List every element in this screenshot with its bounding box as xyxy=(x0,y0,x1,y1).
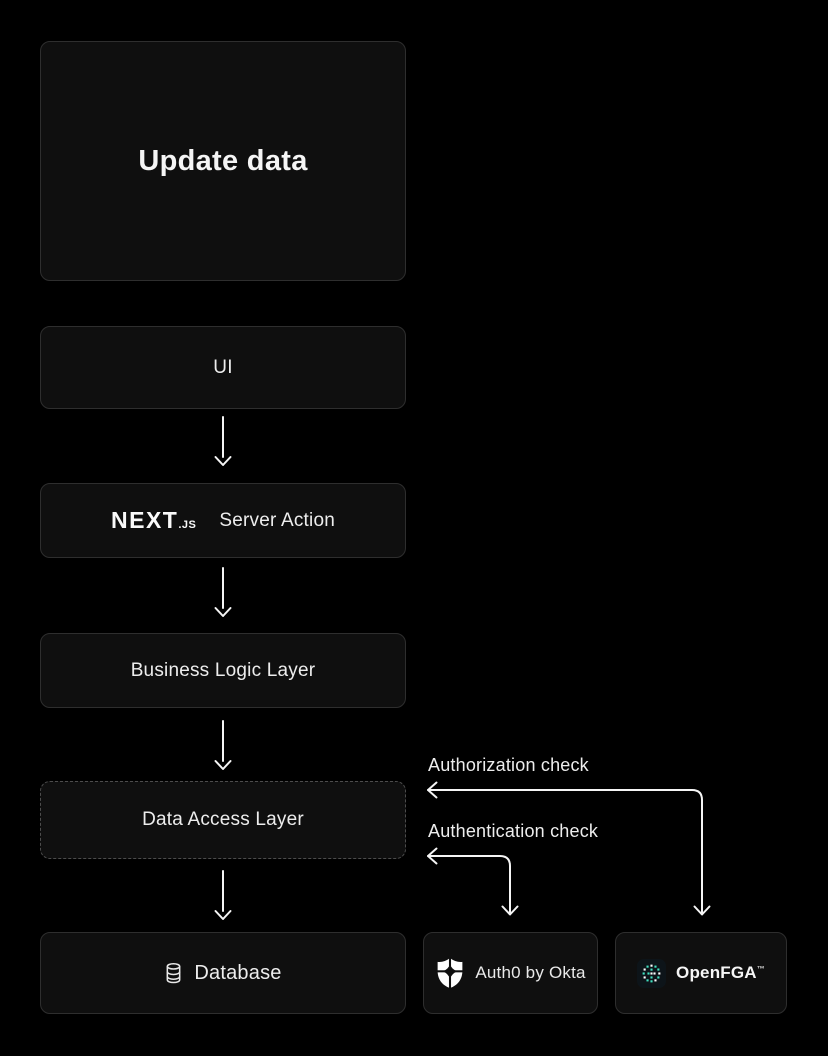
update-data-label: Update data xyxy=(138,144,308,177)
arrow-business-logic-to-data-access xyxy=(214,720,232,770)
node-ui: UI xyxy=(40,326,406,409)
database-cylinder-icon xyxy=(166,962,181,983)
business-logic-layer-label: Business Logic Layer xyxy=(130,659,316,681)
auth0-shield-icon xyxy=(435,957,466,989)
node-nextjs-server-action: NEXT .js Server Action xyxy=(40,483,406,558)
auth0-label: Auth0 by Okta xyxy=(475,963,586,982)
data-access-layer-label: Data Access Layer xyxy=(142,809,304,830)
nextjs-wordmark: NEXT xyxy=(111,507,179,533)
node-openfga: OpenFGA™ xyxy=(615,932,787,1014)
server-action-label: Server Action xyxy=(219,509,335,531)
nextjs-wordmark-suffix: .js xyxy=(178,519,197,531)
openfga-label: OpenFGA™ xyxy=(676,963,765,982)
arrow-data-access-to-database xyxy=(214,870,232,920)
arrow-authorization-check xyxy=(427,781,711,916)
database-label: Database xyxy=(194,961,282,984)
openfga-logo-icon xyxy=(637,958,667,988)
openfga-trademark: ™ xyxy=(756,964,765,974)
arrow-authentication-check xyxy=(427,847,519,916)
authentication-check-label: Authentication check xyxy=(428,821,599,841)
node-database: Database xyxy=(40,932,406,1014)
node-update-data: Update data xyxy=(40,41,406,281)
nextjs-logo: NEXT .js xyxy=(111,507,196,534)
node-auth0: Auth0 by Okta xyxy=(423,932,598,1014)
node-business-logic-layer: Business Logic Layer xyxy=(40,633,406,708)
authorization-check-label: Authorization check xyxy=(428,755,589,775)
ui-label: UI xyxy=(213,356,233,378)
arrow-server-action-to-business-logic xyxy=(214,567,232,617)
node-data-access-layer: Data Access Layer xyxy=(40,781,406,859)
arrow-ui-to-server-action xyxy=(214,416,232,466)
